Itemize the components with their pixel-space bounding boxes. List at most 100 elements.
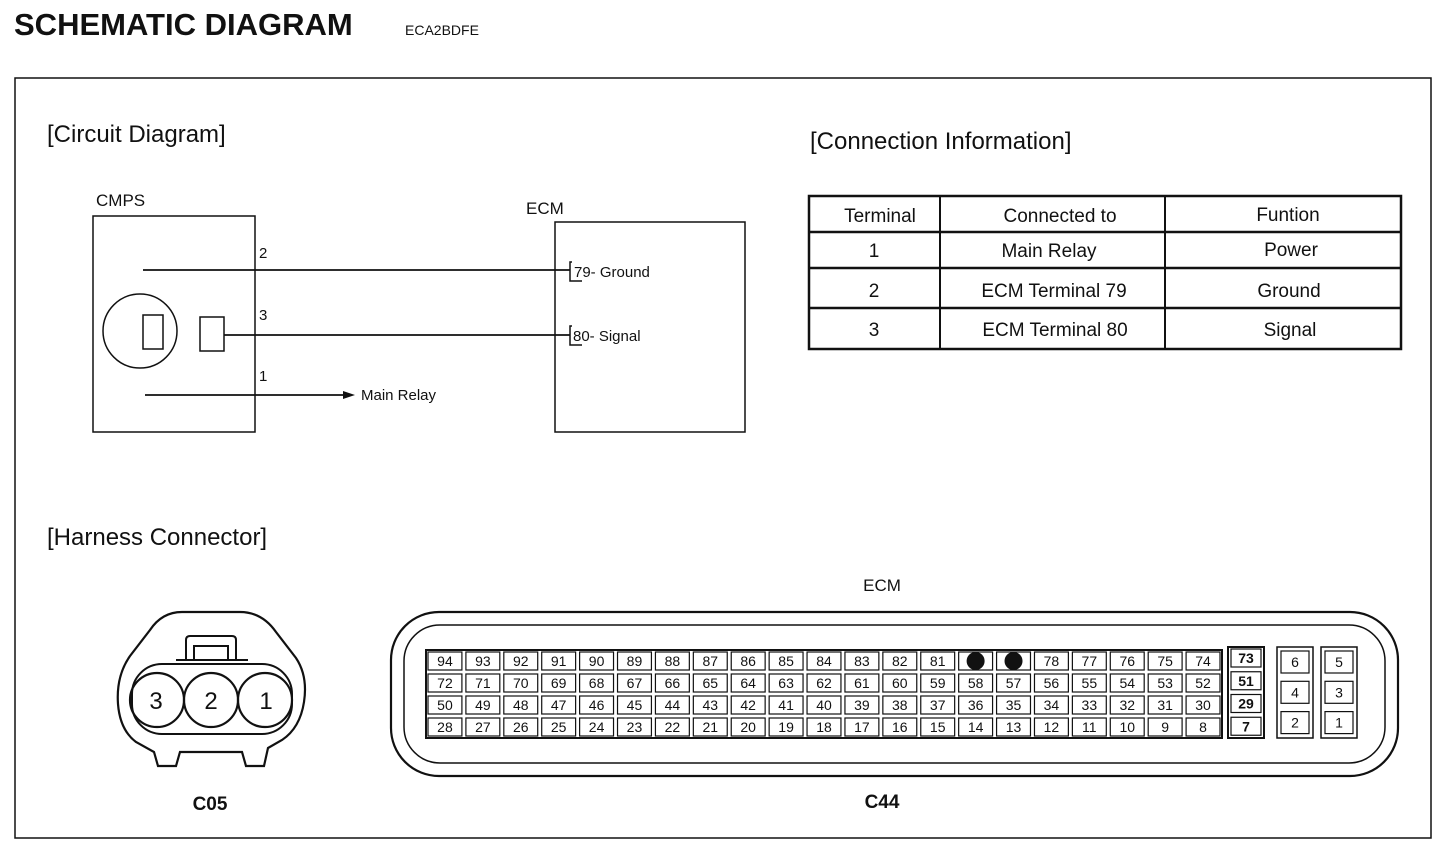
c44-cell: [616, 673, 653, 693]
c44-cell: [806, 695, 842, 715]
connection-table: Terminal Connected to Funtion 1 Main Rel…: [807, 194, 1403, 351]
c44-cell: [692, 651, 728, 671]
c44-pin-11: 11: [1082, 719, 1097, 735]
c44-cell: [882, 673, 918, 693]
c44-cell: [1109, 651, 1145, 671]
c44-pin-37: 37: [930, 697, 946, 713]
c44-cell: [1071, 673, 1107, 693]
c44-cell: [920, 673, 956, 693]
c05-label: C05: [193, 794, 228, 815]
c44-cell: [465, 651, 501, 671]
c44-pin-51: 51: [1238, 673, 1254, 689]
c44-cell: [616, 651, 653, 671]
c44-pin-63: 63: [778, 675, 794, 691]
c44-pin-47: 47: [551, 697, 567, 713]
c44-pin-12: 12: [1044, 719, 1060, 735]
c44-cell: [692, 717, 728, 737]
c44-cell: [958, 673, 994, 693]
c44-cell: [1071, 695, 1107, 715]
c44-pin-plug: [966, 652, 985, 670]
c44-pin-24: 24: [589, 719, 605, 735]
c44-pin-8: 8: [1199, 719, 1207, 735]
c44-pin-3: 3: [1335, 684, 1343, 700]
c44-pin-66: 66: [665, 675, 681, 691]
c44-cell: [692, 695, 728, 715]
c44-cell: [1185, 651, 1221, 671]
row1-connected: Main Relay: [1001, 241, 1097, 262]
c44-pin-15: 15: [930, 719, 946, 735]
c44-pin-22: 22: [665, 719, 681, 735]
c44-pin-70: 70: [513, 675, 529, 691]
c44-cell: [579, 651, 615, 671]
c44-cell: [1033, 651, 1069, 671]
c44-cell: [806, 651, 842, 671]
c44-cell: [1109, 695, 1145, 715]
ecm-terminal-80-label: 80- Signal: [573, 328, 641, 345]
cmps-pin-2: 2: [259, 245, 267, 262]
c44-cell: [844, 717, 880, 737]
c44-cell: [1324, 710, 1354, 735]
c44-side-block: [1227, 646, 1265, 739]
c44-cell: [768, 695, 804, 715]
ecm-terminal-79-label: 79- Ground: [574, 264, 650, 281]
c44-cell: [958, 651, 994, 671]
c44-cell: [503, 651, 539, 671]
c44-label: C44: [865, 792, 900, 813]
c44-outer-shell: [389, 610, 1400, 778]
c44-pin-73: 73: [1238, 650, 1254, 666]
header-connected-to: Connected to: [1003, 206, 1116, 227]
c44-pin-plug: [1004, 652, 1023, 670]
c44-cell: [1324, 650, 1354, 674]
c44-pin-64: 64: [740, 675, 756, 691]
c44-cell: [1280, 710, 1310, 735]
c44-pin-87: 87: [702, 653, 718, 669]
c44-cell: [579, 673, 615, 693]
c44-pin-57: 57: [1006, 675, 1022, 691]
c44-cell: [768, 717, 804, 737]
c44-pin-34: 34: [1044, 697, 1060, 713]
c44-cell: [806, 717, 842, 737]
c44-pin-1: 1: [1335, 715, 1343, 731]
c44-pin-21: 21: [702, 719, 718, 735]
c44-cell: [995, 717, 1032, 737]
c44-pin-56: 56: [1044, 675, 1060, 691]
c44-pin-39: 39: [854, 697, 870, 713]
c44-cell: [465, 695, 501, 715]
sensor-output-block: [199, 316, 225, 352]
c44-pin-19: 19: [778, 719, 794, 735]
outer-frame: [14, 77, 1432, 839]
c44-cell: [920, 695, 956, 715]
c44-cell: [1033, 695, 1069, 715]
c44-pin-45: 45: [627, 697, 643, 713]
c44-cell: [882, 695, 918, 715]
c44-pin-94: 94: [437, 653, 453, 669]
c44-pin-55: 55: [1082, 675, 1098, 691]
c44-cell: [503, 695, 539, 715]
cmps-box: [92, 215, 256, 433]
c44-cell: [995, 695, 1032, 715]
c44-pin-62: 62: [816, 675, 832, 691]
c44-pin-61: 61: [854, 675, 870, 691]
c44-pin-31: 31: [1157, 697, 1173, 713]
c44-pin-5: 5: [1335, 654, 1343, 670]
c44-pin-60: 60: [892, 675, 908, 691]
c44-cell: [541, 651, 577, 671]
row3-connected: ECM Terminal 80: [982, 320, 1127, 341]
c44-cell: [616, 717, 653, 737]
c44-cell: [503, 673, 539, 693]
c44-pin-81: 81: [930, 653, 946, 669]
c44-pin-76: 76: [1119, 653, 1135, 669]
c44-cell: [730, 717, 766, 737]
c44-cell: [730, 651, 766, 671]
c44-pin-72: 72: [437, 675, 453, 691]
c44-main-block: [425, 649, 1223, 739]
c44-cell: [427, 673, 463, 693]
header-terminal: Terminal: [844, 206, 916, 227]
c44-pin-44: 44: [665, 697, 681, 713]
c44-cell: [1280, 680, 1310, 704]
c44-cell: [427, 651, 463, 671]
row2-function: Ground: [1257, 281, 1320, 302]
c44-cell: [1230, 716, 1262, 736]
